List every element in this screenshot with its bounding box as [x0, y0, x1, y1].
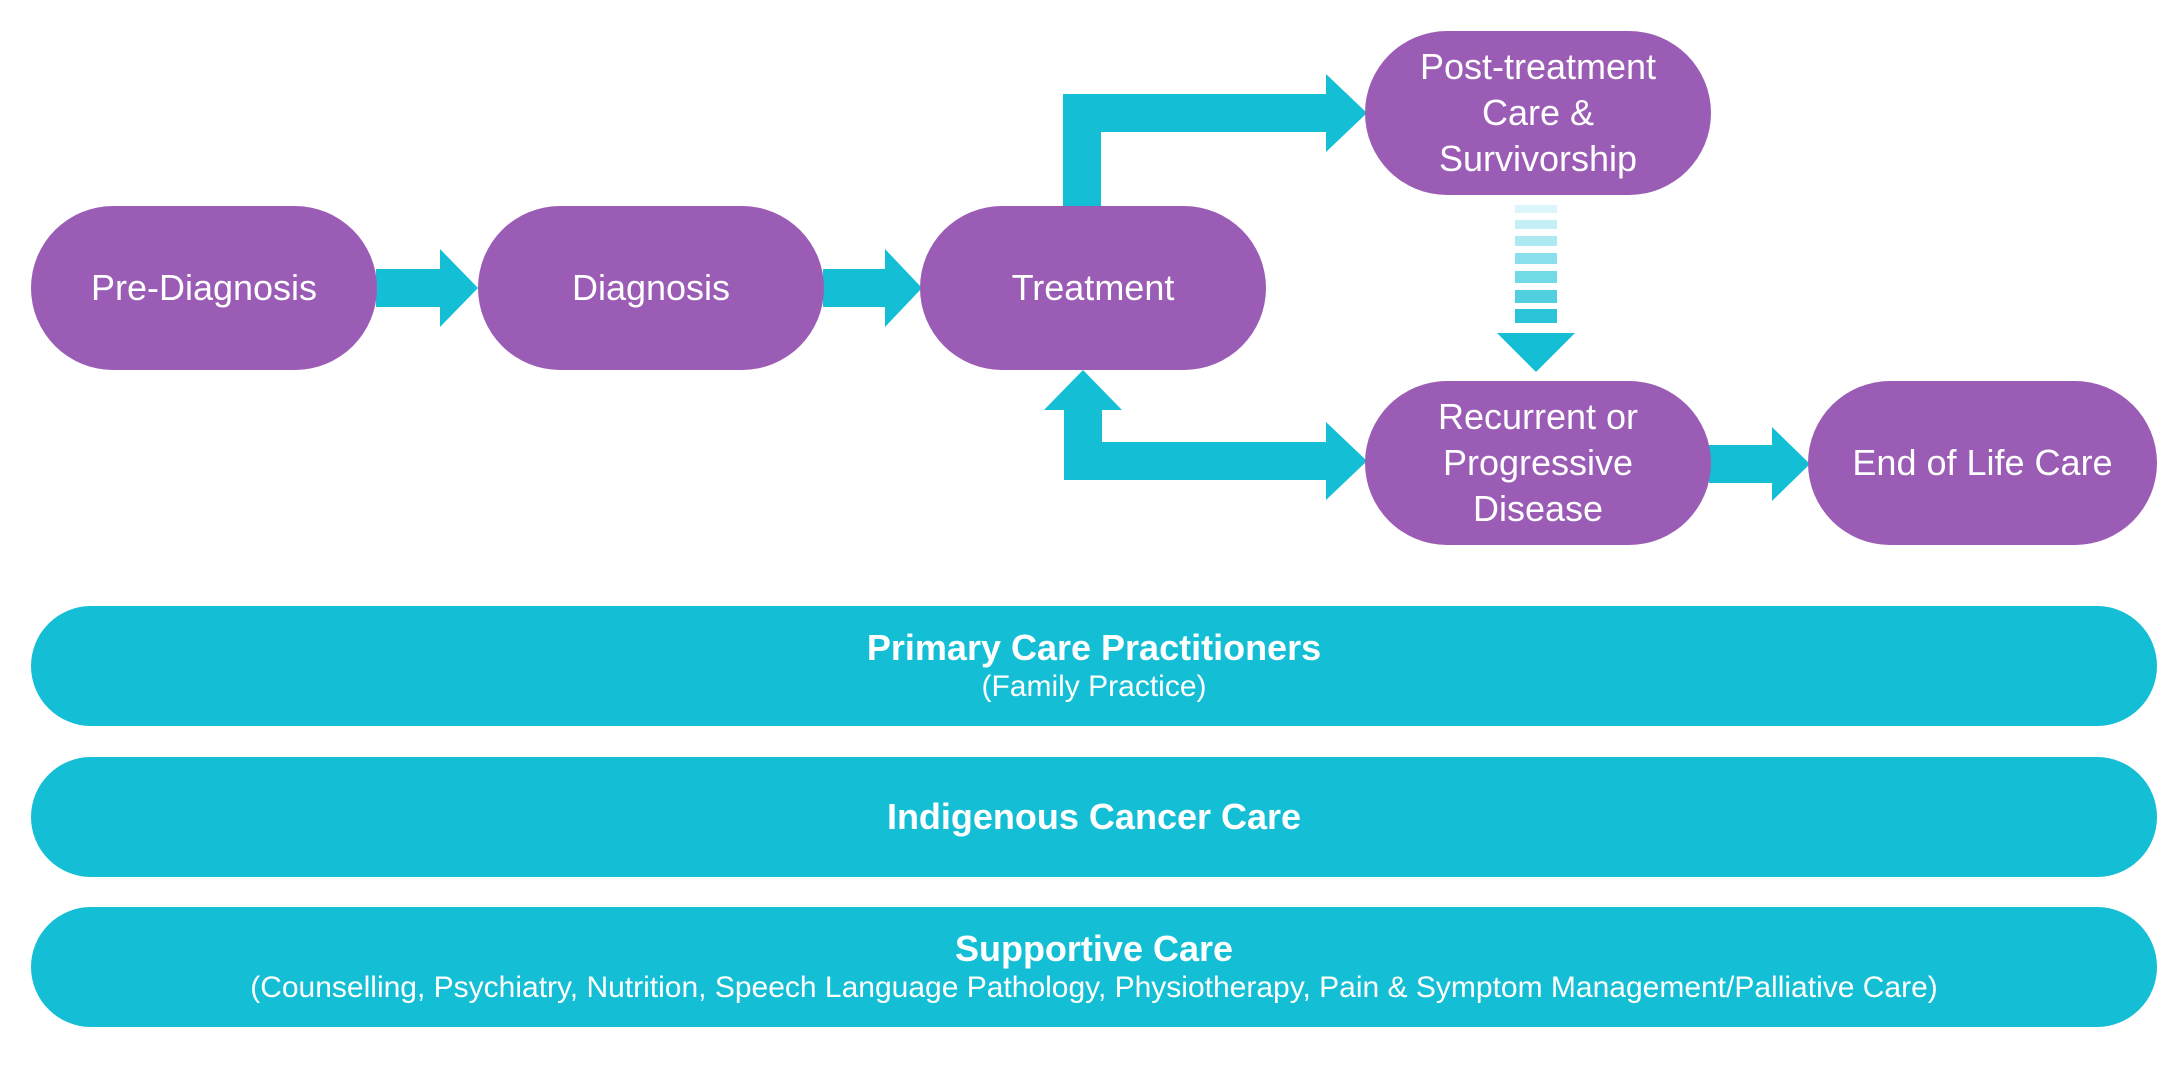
stage-pre-diagnosis: Pre-Diagnosis	[31, 206, 377, 370]
arrow-prediagnosis-to-diagnosis	[376, 249, 478, 327]
stage-diagnosis: Diagnosis	[478, 206, 824, 370]
stage-post-treatment: Post-treatment Care & Survivorship	[1365, 31, 1711, 195]
band-supportive-care: Supportive Care (Counselling, Psychiatry…	[31, 907, 2157, 1027]
arrow-treatment-to-post-treatment	[1063, 74, 1367, 207]
arrow-recurrent-to-end-of-life	[1709, 427, 1810, 501]
band-indigenous-care: Indigenous Cancer Care	[31, 757, 2157, 877]
stage-treatment: Treatment	[920, 206, 1266, 370]
arrow-treatment-recurrent-loop	[1044, 370, 1367, 500]
stage-end-of-life: End of Life Care	[1808, 381, 2157, 545]
band-supportive-care-title: Supportive Care	[954, 928, 1234, 969]
band-supportive-care-subtitle: (Counselling, Psychiatry, Nutrition, Spe…	[250, 971, 1938, 1004]
band-primary-care-title: Primary Care Practitioners	[866, 627, 1322, 668]
arrow-diagnosis-to-treatment	[823, 249, 922, 327]
stage-recurrent-disease: Recurrent or Progressive Disease	[1365, 381, 1711, 545]
band-primary-care-subtitle: (Family Practice)	[981, 670, 1207, 703]
band-indigenous-care-title: Indigenous Cancer Care	[886, 796, 1302, 837]
arrow-post-treatment-to-recurrent	[1497, 205, 1575, 372]
band-primary-care: Primary Care Practitioners (Family Pract…	[31, 606, 2157, 726]
